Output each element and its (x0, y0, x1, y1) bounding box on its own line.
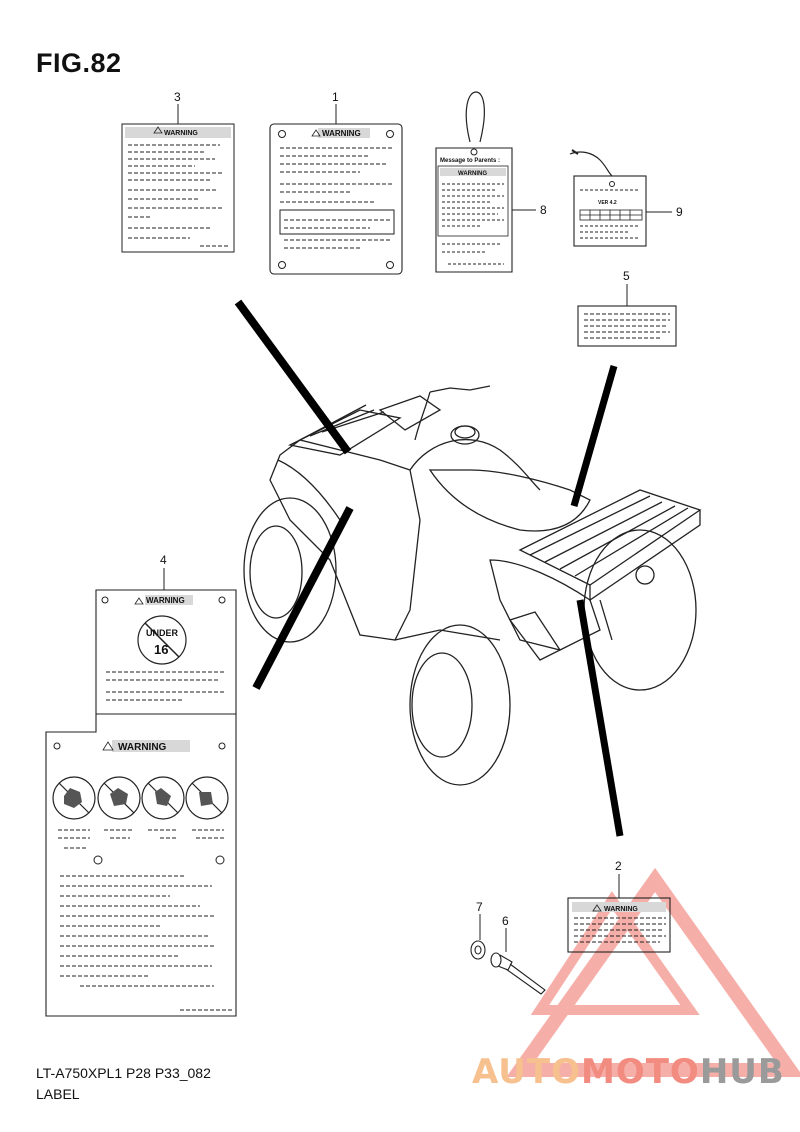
label-8-warning-text: WARNING (458, 171, 487, 177)
under16-badge-num: 16 (154, 642, 168, 657)
label-8-parents-tag (435, 91, 513, 273)
label-texts: WARNING WARNING WARNING Message to Paren… (118, 129, 638, 913)
label-9-tag (569, 149, 647, 247)
label-2-warning-text: WARNING (604, 906, 638, 913)
label-4-warning-under16 (95, 589, 237, 715)
label-3-warning-text: WARNING (164, 130, 198, 137)
figure-title: FIG.82 (36, 48, 122, 78)
callout-8: 8 (540, 203, 547, 217)
atv-vehicle (243, 385, 702, 786)
watermark-triangle-logo (506, 867, 800, 1077)
label-2-warning (567, 897, 671, 953)
callout-2: 2 (615, 859, 622, 873)
part-7-washer (470, 940, 486, 960)
callout-5: 5 (623, 269, 630, 283)
callout-9: 9 (676, 205, 683, 219)
callout-3: 3 (174, 90, 181, 104)
label-5 (577, 305, 677, 347)
callout-numbers: 3 1 8 9 5 4 2 7 6 (160, 90, 683, 928)
label-9-ver-text: VER 4.2 (598, 200, 617, 206)
callout-7: 7 (476, 900, 483, 914)
callout-4: 4 (160, 553, 167, 567)
watermark-auto: AUTO (472, 1052, 581, 1092)
label-8-parents-text: Message to Parents : (440, 158, 500, 164)
label-1-warning (269, 123, 403, 275)
part-6-rivet (490, 952, 546, 995)
label-3-warning (121, 123, 235, 253)
label-4-lower-panel (45, 714, 237, 1017)
watermark-logo: AUTOMOTOHUB (472, 1052, 785, 1092)
under16-badge-top: UNDER (146, 628, 179, 638)
model-code: LT-A750XPL1 P28 P33_082 (36, 1065, 211, 1081)
section-name: LABEL (36, 1086, 80, 1102)
watermark-hub: HUB (699, 1052, 785, 1092)
pointer-lines (234, 299, 624, 837)
label-4-warning-text: WARNING (146, 596, 185, 605)
callout-6: 6 (502, 914, 509, 928)
watermark-moto: MOTO (580, 1052, 700, 1092)
label-4-lower-warning-text: WARNING (118, 742, 167, 753)
callout-1: 1 (332, 90, 339, 104)
label-1-warning-text: WARNING (322, 129, 361, 138)
